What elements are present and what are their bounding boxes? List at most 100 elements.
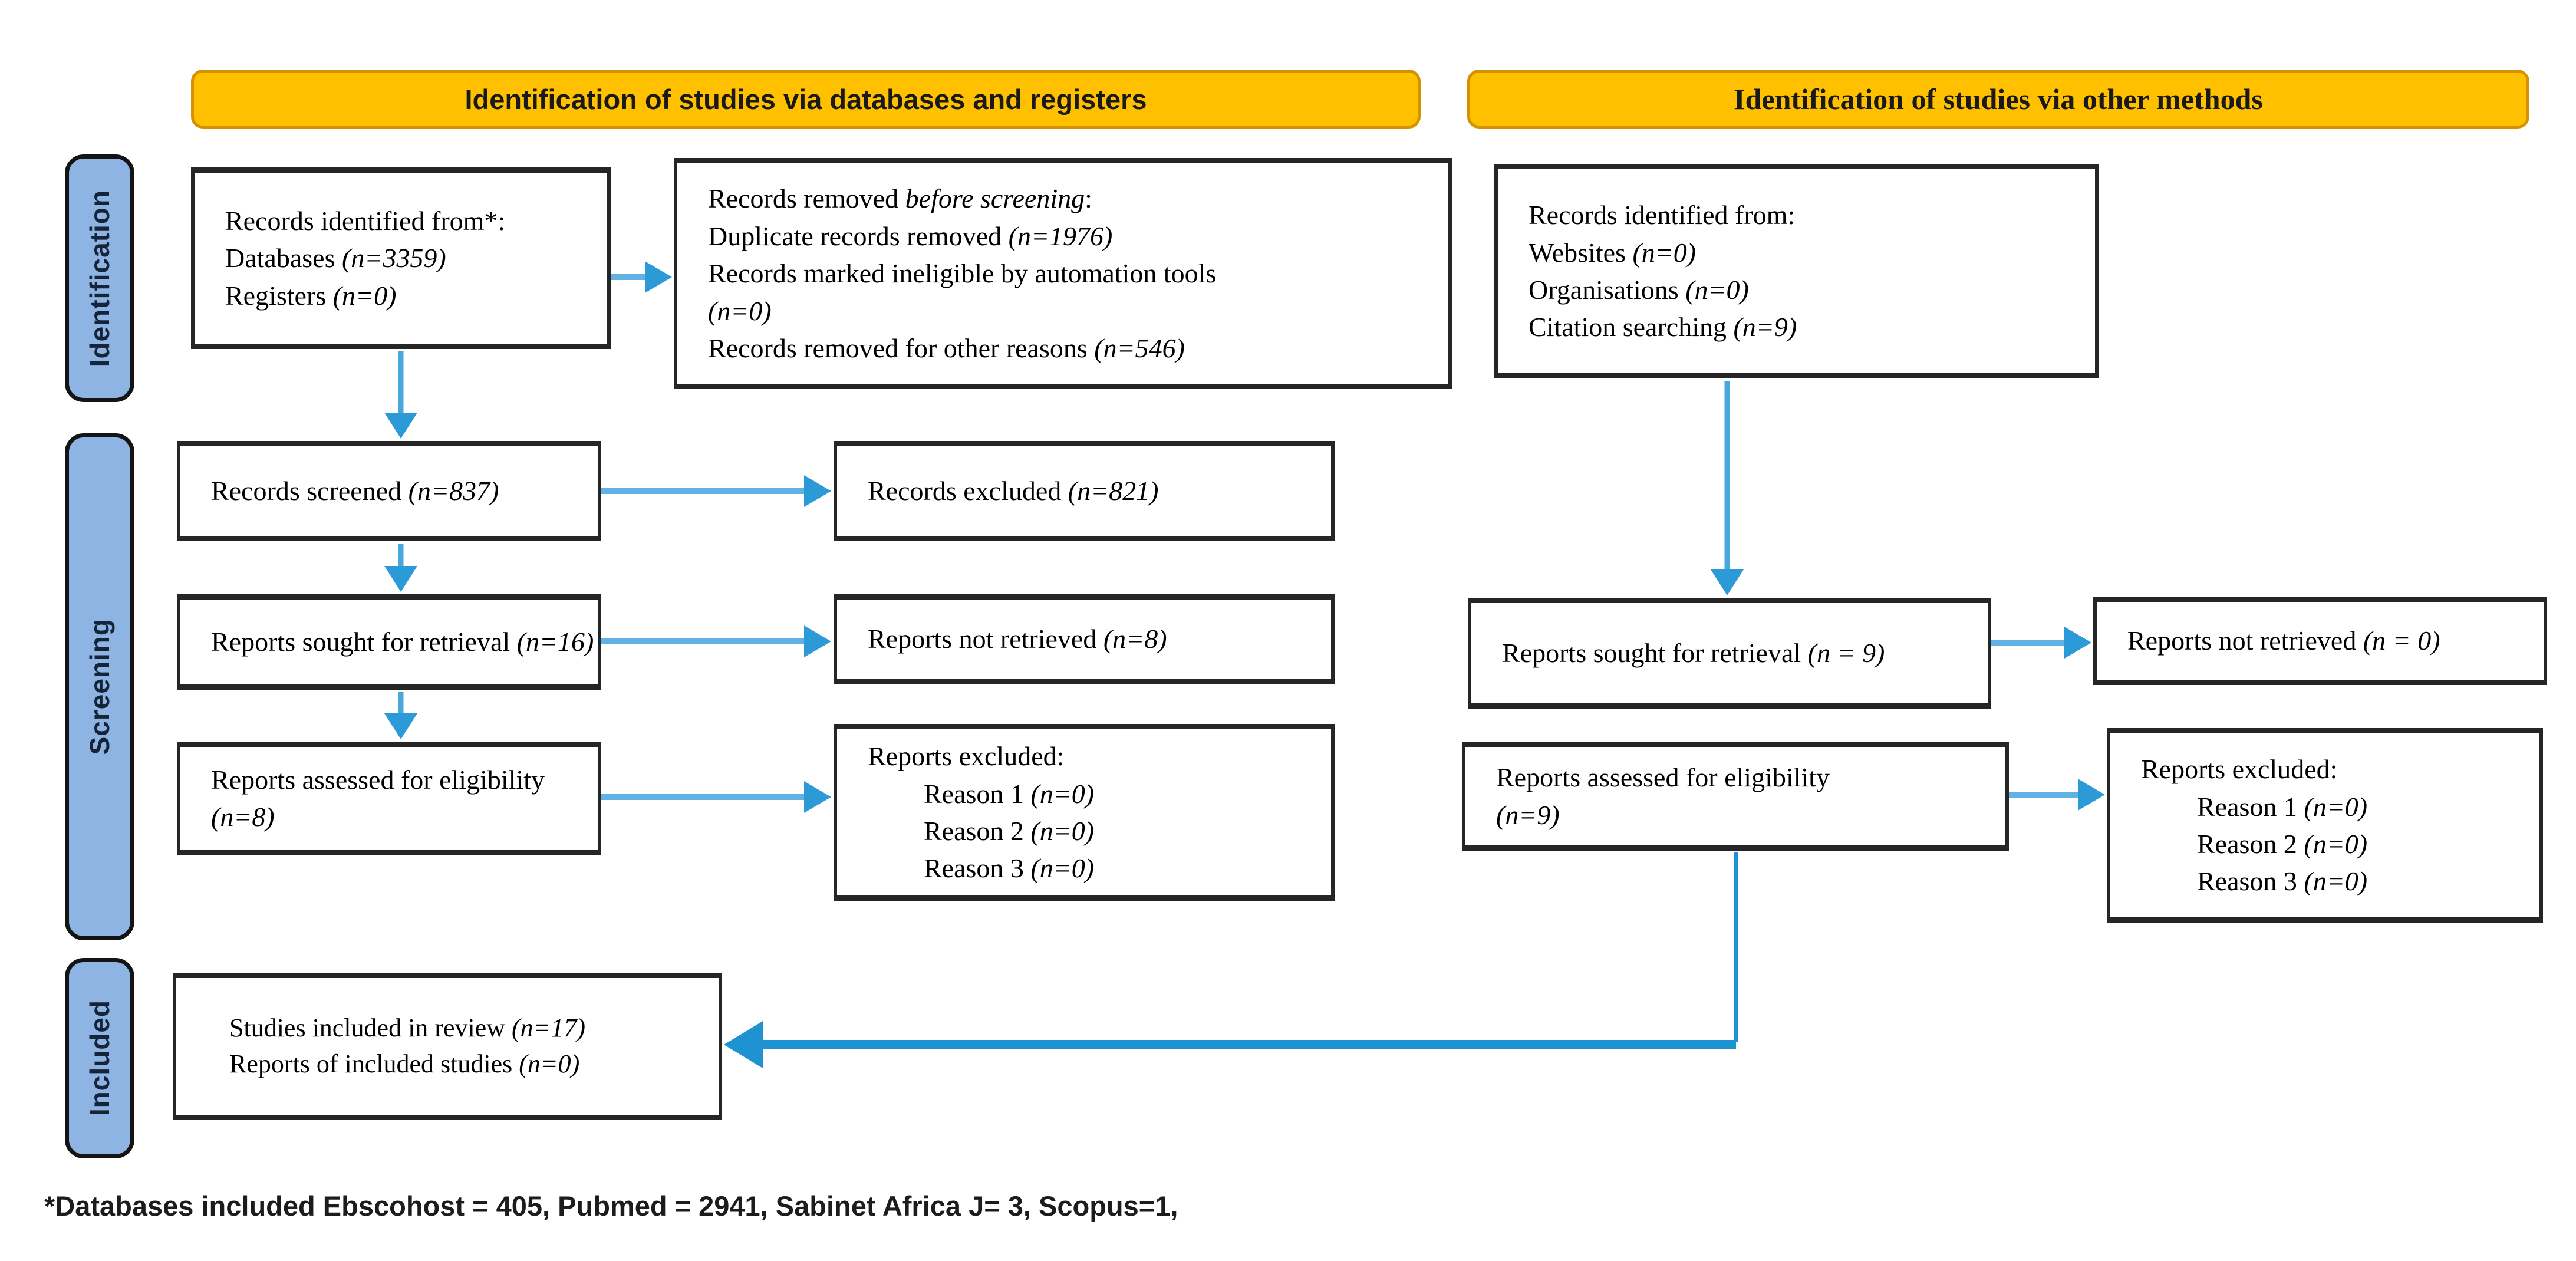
arrowhead-sought-to-assessed xyxy=(384,713,417,739)
reports-sought-n: (n=16) xyxy=(516,627,594,657)
other-reason-1-n: (n=0) xyxy=(2304,791,2368,822)
stage-identification-label: Identification xyxy=(84,189,115,367)
stage-screening-label: Screening xyxy=(84,618,115,755)
banner-databases-registers-label: Identification of studies via databases … xyxy=(465,83,1147,115)
stage-included-label: Included xyxy=(84,1000,115,1117)
included-studies-label: Studies included in review xyxy=(229,1013,512,1043)
box-other-reports-not-retrieved: Reports not retrieved (n = 0) xyxy=(2093,597,2547,685)
reports-sought-label: Reports sought for retrieval xyxy=(211,627,517,657)
records-removed-other: Records removed for other reasons (n=546… xyxy=(708,330,1434,367)
databases-n: (n=3359) xyxy=(341,243,446,274)
records-identified-title: Records identified from*: xyxy=(225,205,506,236)
reason-3-n: (n=0) xyxy=(1030,853,1095,884)
included-reports-n: (n=0) xyxy=(519,1049,580,1078)
other-reports-excluded-reason-3: Reason 3 (n=0) xyxy=(2141,862,2525,900)
organisations-n: (n=0) xyxy=(1685,275,1749,305)
box-reports-assessed: Reports assessed for eligibility (n=8) xyxy=(177,742,601,855)
included-studies-n: (n=17) xyxy=(512,1013,586,1043)
records-excluded-text: Records excluded (n=821) xyxy=(868,472,1317,509)
other-reason-2-n: (n=0) xyxy=(2304,829,2368,859)
reports-excluded-reason-1: Reason 1 (n=0) xyxy=(868,775,1317,812)
reason-2-label: Reason 2 xyxy=(924,816,1031,846)
reason-1-label: Reason 1 xyxy=(924,778,1031,809)
reason-1-n: (n=0) xyxy=(1030,778,1095,809)
box-reports-not-retrieved: Reports not retrieved (n=8) xyxy=(834,594,1335,684)
records-screened-label: Records screened xyxy=(211,476,409,506)
arrowhead-identified-to-screened xyxy=(384,413,417,439)
other-citation-searching: Citation searching (n=9) xyxy=(1529,308,2081,345)
arrowhead-identified-to-removed xyxy=(645,261,672,293)
box-reports-sought: Reports sought for retrieval (n=16) xyxy=(177,594,601,690)
reason-2-n: (n=0) xyxy=(1030,816,1095,846)
box-reports-excluded: Reports excluded: Reason 1 (n=0) Reason … xyxy=(834,724,1335,901)
arrowhead-other-assessed-to-excluded xyxy=(2078,779,2105,811)
duplicates-n: (n=1976) xyxy=(1008,220,1113,251)
records-excluded-label: Records excluded xyxy=(868,476,1068,506)
other-reports-sought-text: Reports sought for retrieval (n = 9) xyxy=(1502,634,1974,671)
arrowhead-elbow-to-included xyxy=(724,1021,763,1068)
reports-excluded-reason-3: Reason 3 (n=0) xyxy=(868,850,1317,887)
box-other-records-identified: Records identified from: Websites (n=0) … xyxy=(1494,164,2099,378)
box-records-screened: Records screened (n=837) xyxy=(177,441,601,541)
included-reports: Reports of included studies (n=0) xyxy=(229,1046,704,1082)
arrowhead-other-sought-to-notretrieved xyxy=(2064,627,2091,659)
other-not-retrieved-label: Reports not retrieved xyxy=(2127,625,2363,656)
records-removed-automation-n: (n=0) xyxy=(708,295,772,326)
box-other-reports-excluded: Reports excluded: Reason 1 (n=0) Reason … xyxy=(2107,728,2543,923)
records-identified-registers: Registers (n=0) xyxy=(225,277,593,314)
arrowhead-sought-to-notretrieved xyxy=(804,625,831,657)
banner-other-methods-label: Identification of studies via other meth… xyxy=(1734,83,2263,116)
other-websites: Websites (n=0) xyxy=(1529,234,2081,271)
other-reports-excluded-reason-1: Reason 1 (n=0) xyxy=(2141,788,2525,825)
other-reports-sought-label: Reports sought for retrieval xyxy=(1502,638,1808,669)
records-removed-automation: Records marked ineligible by automation … xyxy=(708,258,1217,289)
citation-label: Citation searching xyxy=(1529,312,1734,343)
stage-identification: Identification xyxy=(65,154,134,402)
other-records-identified-title: Records identified from: xyxy=(1529,200,1796,231)
records-removed-duplicates: Duplicate records removed (n=1976) xyxy=(708,218,1434,255)
removed-title-post: : xyxy=(1085,183,1092,214)
reason-3-label: Reason 3 xyxy=(924,853,1031,884)
citation-n: (n=9) xyxy=(1733,312,1797,343)
other-organisations: Organisations (n=0) xyxy=(1529,271,2081,308)
duplicates-label: Duplicate records removed xyxy=(708,220,1009,251)
other-reports-sought-n: (n = 9) xyxy=(1807,638,1885,669)
stage-screening: Screening xyxy=(65,433,134,940)
other-reason-3-label: Reason 3 xyxy=(2197,866,2304,897)
reports-assessed-n: (n=8) xyxy=(211,802,275,832)
stage-included: Included xyxy=(65,958,134,1158)
other-reports-excluded-reason-2: Reason 2 (n=0) xyxy=(2141,825,2525,862)
other-reason-3-n: (n=0) xyxy=(2304,866,2368,897)
arrowhead-other-identified-to-sought xyxy=(1711,569,1744,595)
removed-title-pre: Records removed xyxy=(708,183,905,214)
other-not-retrieved-n: (n = 0) xyxy=(2363,625,2440,656)
box-records-removed: Records removed before screening: Duplic… xyxy=(674,158,1452,389)
records-identified-databases: Databases (n=3359) xyxy=(225,239,593,276)
reports-not-retrieved-label: Reports not retrieved xyxy=(868,624,1103,654)
reports-not-retrieved-text: Reports not retrieved (n=8) xyxy=(868,620,1317,657)
box-records-excluded: Records excluded (n=821) xyxy=(834,441,1335,541)
registers-label: Registers xyxy=(225,280,333,311)
records-screened-n: (n=837) xyxy=(408,476,499,506)
records-removed-title: Records removed before screening: xyxy=(708,180,1434,217)
organisations-label: Organisations xyxy=(1529,275,1686,305)
other-reasons-n: (n=546) xyxy=(1094,333,1185,364)
reports-excluded-reason-2: Reason 2 (n=0) xyxy=(868,812,1317,850)
banner-databases-registers: Identification of studies via databases … xyxy=(191,70,1421,129)
other-reports-excluded-title: Reports excluded: xyxy=(2141,754,2338,785)
included-reports-label: Reports of included studies xyxy=(229,1049,519,1078)
records-screened-text: Records screened (n=837) xyxy=(211,472,584,509)
footnote-databases: *Databases included Ebscohost = 405, Pub… xyxy=(44,1190,1178,1222)
banner-other-methods: Identification of studies via other meth… xyxy=(1467,70,2529,129)
websites-label: Websites xyxy=(1529,237,1633,268)
included-studies: Studies included in review (n=17) xyxy=(229,1010,704,1046)
reports-excluded-title: Reports excluded: xyxy=(868,741,1065,772)
databases-label: Databases xyxy=(225,243,342,274)
records-excluded-n: (n=821) xyxy=(1068,476,1159,506)
registers-n: (n=0) xyxy=(332,280,397,311)
removed-title-italic: before screening xyxy=(905,183,1085,214)
other-reports-assessed-label: Reports assessed for eligibility xyxy=(1496,762,1830,793)
other-reports-assessed-n: (n=9) xyxy=(1496,799,1560,830)
